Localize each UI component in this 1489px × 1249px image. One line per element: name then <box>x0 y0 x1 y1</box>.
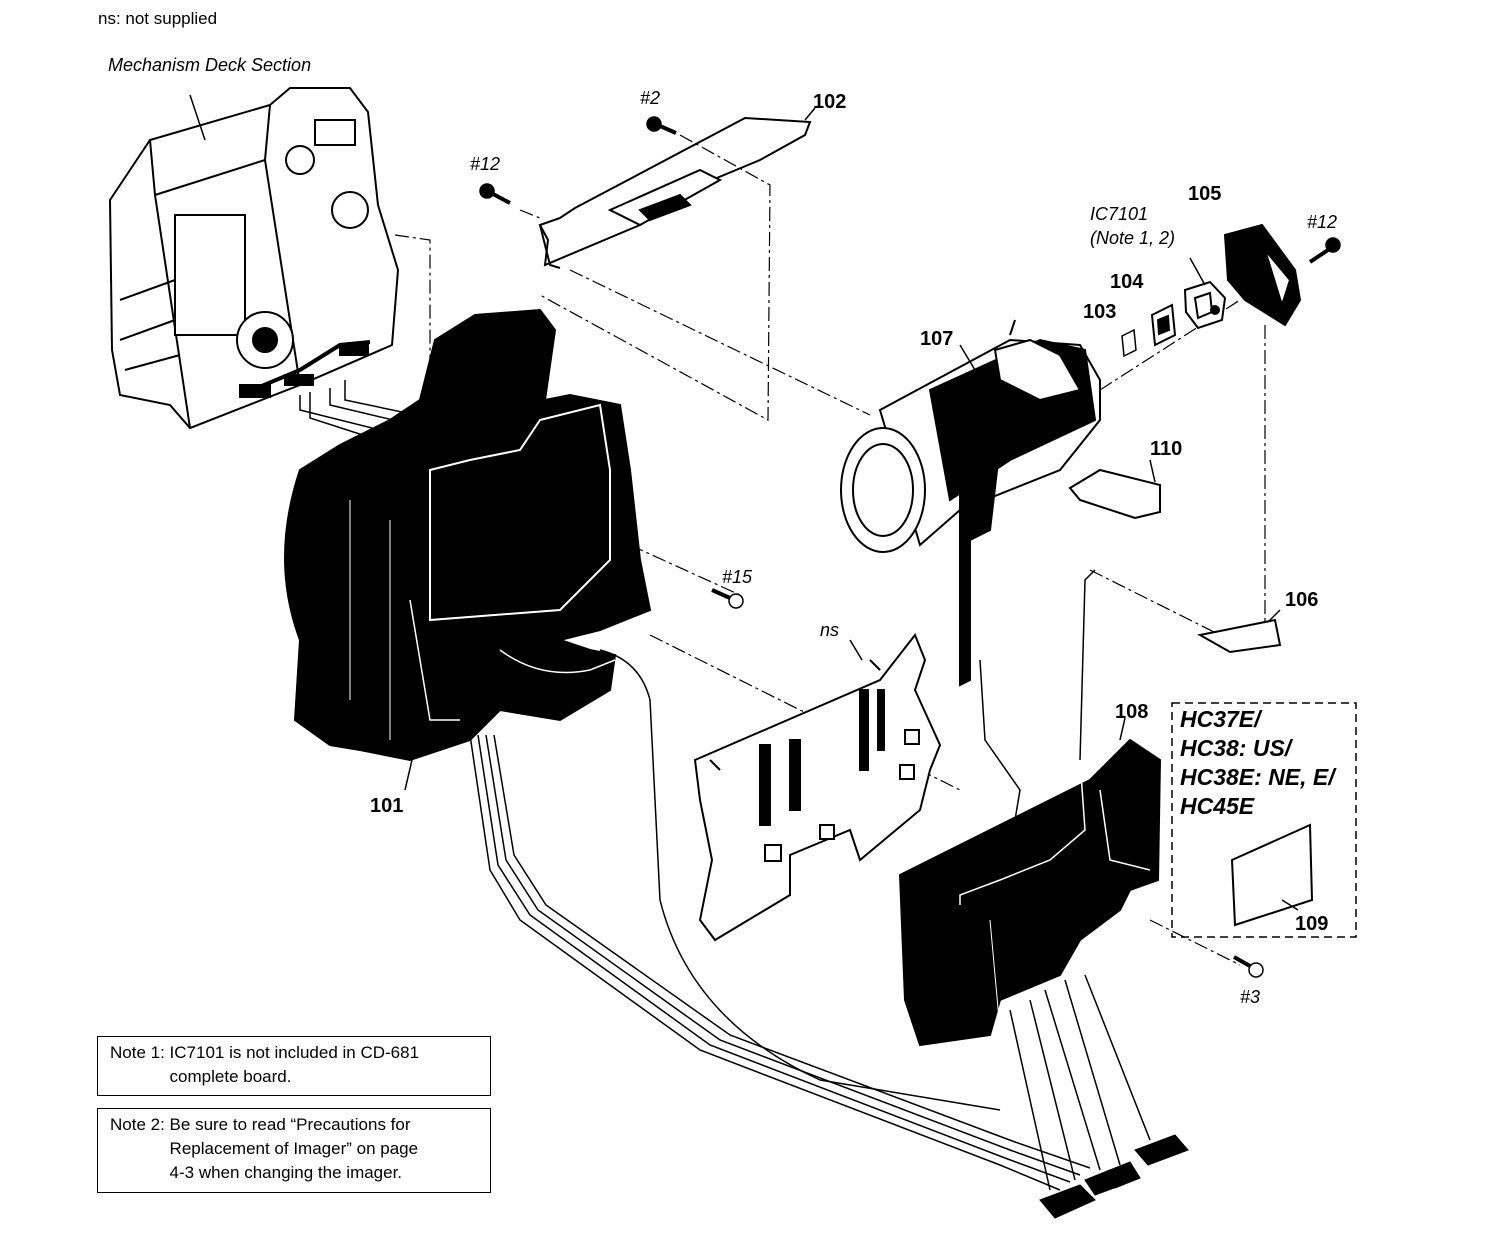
note-1-box: Note 1: IC7101 is not included in CD-681… <box>97 1036 491 1096</box>
model-line-1: HC37E/ <box>1180 706 1263 732</box>
part-102-plate <box>538 116 812 269</box>
model-line-4: HC45E <box>1180 793 1255 819</box>
part-109-label-sheet <box>1230 823 1314 927</box>
part-106 <box>1197 618 1282 654</box>
label-ns: ns <box>820 620 839 640</box>
label-screw-12-left: #12 <box>470 154 500 174</box>
label-110: 110 <box>1150 438 1182 460</box>
note-1-line-2: complete board. <box>169 1067 292 1086</box>
leader-ns <box>849 639 863 661</box>
label-screw-2: #2 <box>640 88 660 108</box>
model-variant-box <box>1171 702 1357 938</box>
part-110 <box>1068 468 1161 520</box>
screw-3 <box>1233 955 1264 978</box>
leader-106 <box>1267 609 1281 623</box>
bottom-connectors <box>1039 1134 1189 1219</box>
model-line-3: HC38E: NE, E/ <box>1180 764 1337 790</box>
label-ic7101-note: (Note 1, 2) <box>1090 228 1175 248</box>
note-2: Note 2: Be sure to read “Precautions for… <box>110 1113 490 1185</box>
leader-109 <box>1281 899 1299 911</box>
label-screw-3: #3 <box>1240 987 1260 1007</box>
leader-101 <box>404 759 413 791</box>
note-2-line-1: Be sure to read “Precautions for <box>169 1115 411 1134</box>
note-2-line-2: Replacement of Imager” on page <box>169 1139 419 1158</box>
lower-flex-cables <box>469 649 1091 1191</box>
part-103 <box>1121 328 1137 358</box>
note-2-body: Be sure to read “Precautions for Replace… <box>170 1113 419 1185</box>
section-title: Mechanism Deck Section <box>108 55 311 75</box>
part-105 <box>1223 223 1302 327</box>
label-ic7101: IC7101 <box>1090 204 1148 224</box>
note-2-heading: Note 2: <box>110 1115 170 1134</box>
screw-2 <box>646 116 677 135</box>
screw-12-right <box>1308 237 1341 264</box>
screw-12-left <box>479 183 511 205</box>
part-107-lens <box>840 319 1101 687</box>
mechanism-deck <box>108 87 400 430</box>
label-109: 109 <box>1295 913 1328 935</box>
note-1-body: IC7101 is not included in CD-681 complet… <box>170 1041 419 1089</box>
model-line-2: HC38: US/ <box>1180 735 1294 761</box>
board-108-cables <box>979 569 1151 1191</box>
label-104: 104 <box>1110 271 1144 293</box>
note-2-box: Note 2: Be sure to read “Precautions for… <box>97 1108 491 1193</box>
note-2-line-3: 4-3 when changing the imager. <box>169 1163 403 1182</box>
note-1-heading: Note 1: <box>110 1043 170 1062</box>
label-screw-12-right: #12 <box>1307 212 1337 232</box>
leader-ic7101 <box>1189 257 1206 286</box>
label-screw-15: #15 <box>722 567 753 587</box>
label-106: 106 <box>1285 589 1318 611</box>
part-108-board <box>898 738 1162 1047</box>
leader-110 <box>1149 459 1156 483</box>
part-ic7101 <box>1183 280 1227 330</box>
label-108: 108 <box>1115 701 1148 723</box>
part-104 <box>1150 303 1177 347</box>
label-107: 107 <box>920 328 953 350</box>
note-1-line-1: IC7101 is not included in CD-681 <box>169 1043 420 1062</box>
part-ns-board <box>693 633 942 942</box>
label-101: 101 <box>370 795 403 817</box>
leader-102 <box>804 107 816 121</box>
leader-108 <box>1119 717 1126 741</box>
part-101-body <box>284 308 652 762</box>
note-1: Note 1: IC7101 is not included in CD-681… <box>110 1041 490 1089</box>
label-102: 102 <box>813 91 846 113</box>
screw-15 <box>711 588 744 609</box>
ns-legend: ns: not supplied <box>98 9 217 28</box>
label-103: 103 <box>1083 301 1116 323</box>
leader-107 <box>959 344 976 371</box>
label-105: 105 <box>1188 183 1221 205</box>
